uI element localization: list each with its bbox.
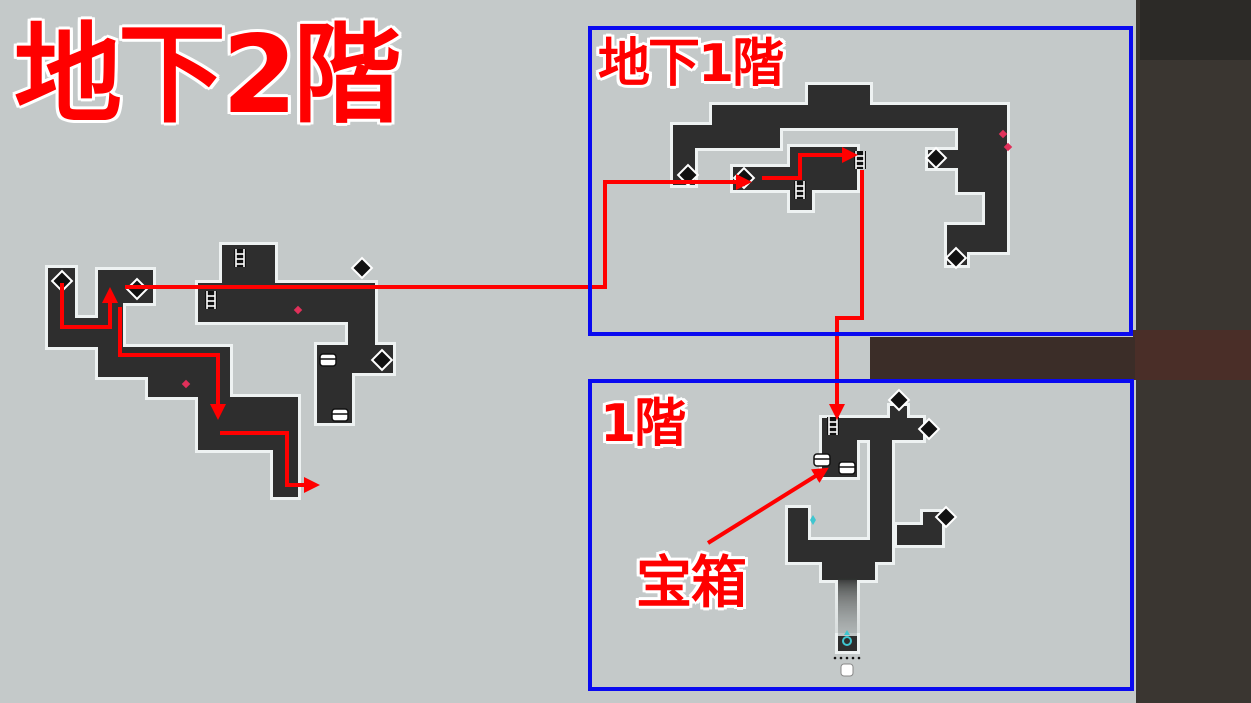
panel-1f-floor [588, 379, 1134, 691]
treasure-pointer-arrow [706, 467, 829, 545]
floor-title-1f: 1階 [600, 394, 686, 454]
ladder-icon [233, 248, 247, 268]
enemy-marker-icon [181, 379, 191, 389]
map-b2-rooms [48, 245, 393, 497]
map-1f-rooms [788, 406, 942, 651]
exit-marker-icon [833, 656, 861, 677]
route-b2-start [60, 283, 118, 329]
player-position-icon [842, 630, 852, 646]
route-b1-to-1f [829, 170, 864, 420]
save-point-icon [810, 515, 816, 525]
route-b2-descend [118, 307, 226, 420]
map-b1-rooms [673, 85, 1007, 265]
treasure-chest-label: 宝箱 [636, 551, 747, 616]
route-arrows [60, 147, 864, 545]
route-b2-exit [220, 431, 320, 493]
enemy-marker-icon [293, 305, 303, 315]
ladder-icon [204, 290, 218, 310]
map-1f-icons [810, 389, 957, 677]
route-b2-to-b1 [125, 174, 752, 289]
treasure-chest-icon [331, 408, 349, 422]
map-b2-icons [51, 248, 393, 422]
turn-marker-icon [351, 257, 373, 279]
floor-title-b2: 地下2階 [14, 13, 401, 138]
route-b1-ladder [762, 147, 858, 180]
panel-b1-floor [588, 26, 1133, 336]
floor-title-b1: 地下1階 [598, 34, 784, 94]
treasure-chest-icon [319, 353, 337, 367]
